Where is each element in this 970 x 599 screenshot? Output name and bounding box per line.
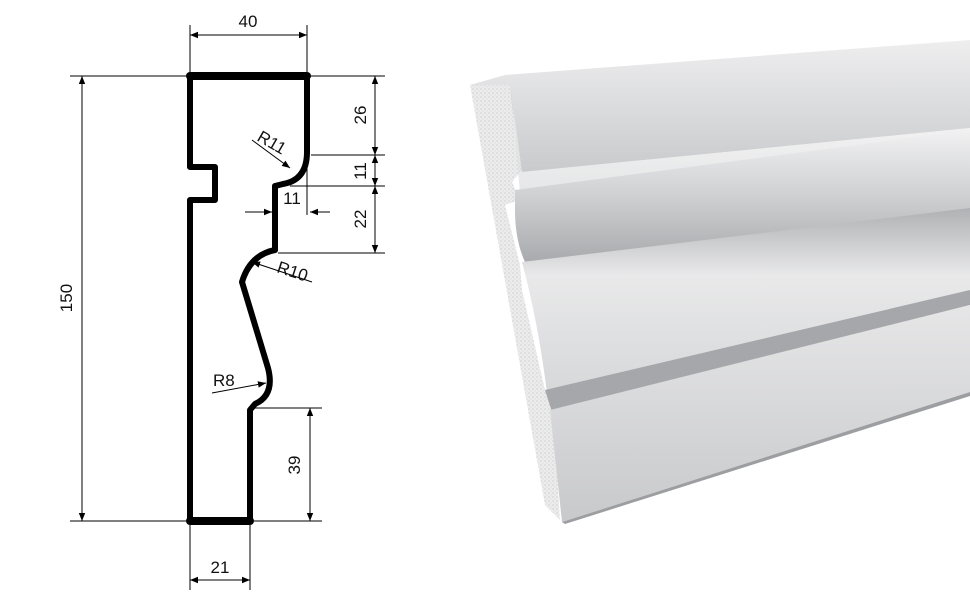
upper-cove	[510, 85, 970, 192]
dim-top-width: 40	[239, 12, 258, 31]
foam-end-face	[470, 82, 560, 520]
profile-outline	[187, 73, 310, 524]
dim-middle-segment-b: 22	[351, 210, 370, 229]
bottom-edge	[562, 392, 970, 524]
dim-middle-segment-a: 11	[351, 162, 370, 180]
bottom-band	[550, 305, 970, 522]
radius-middle: R10	[275, 258, 311, 286]
dim-bottom-segment: 39	[285, 456, 304, 475]
dim-total-height: 150	[57, 284, 76, 312]
dim-step-depth: 11	[283, 189, 301, 208]
lower-groove	[522, 208, 970, 402]
radius-upper: R11	[254, 127, 289, 158]
profile-drawing: 40 150 26 11 22 11 R11 R10 R8 39	[57, 12, 385, 590]
dim-top-segment: 26	[351, 106, 370, 125]
upper-bead	[515, 130, 970, 262]
dim-bottom-width: 21	[211, 558, 230, 577]
top-band	[470, 40, 970, 172]
lower-bead-shadow	[545, 290, 970, 412]
molding-3d-render	[470, 40, 970, 524]
radius-lower: R8	[213, 371, 235, 390]
